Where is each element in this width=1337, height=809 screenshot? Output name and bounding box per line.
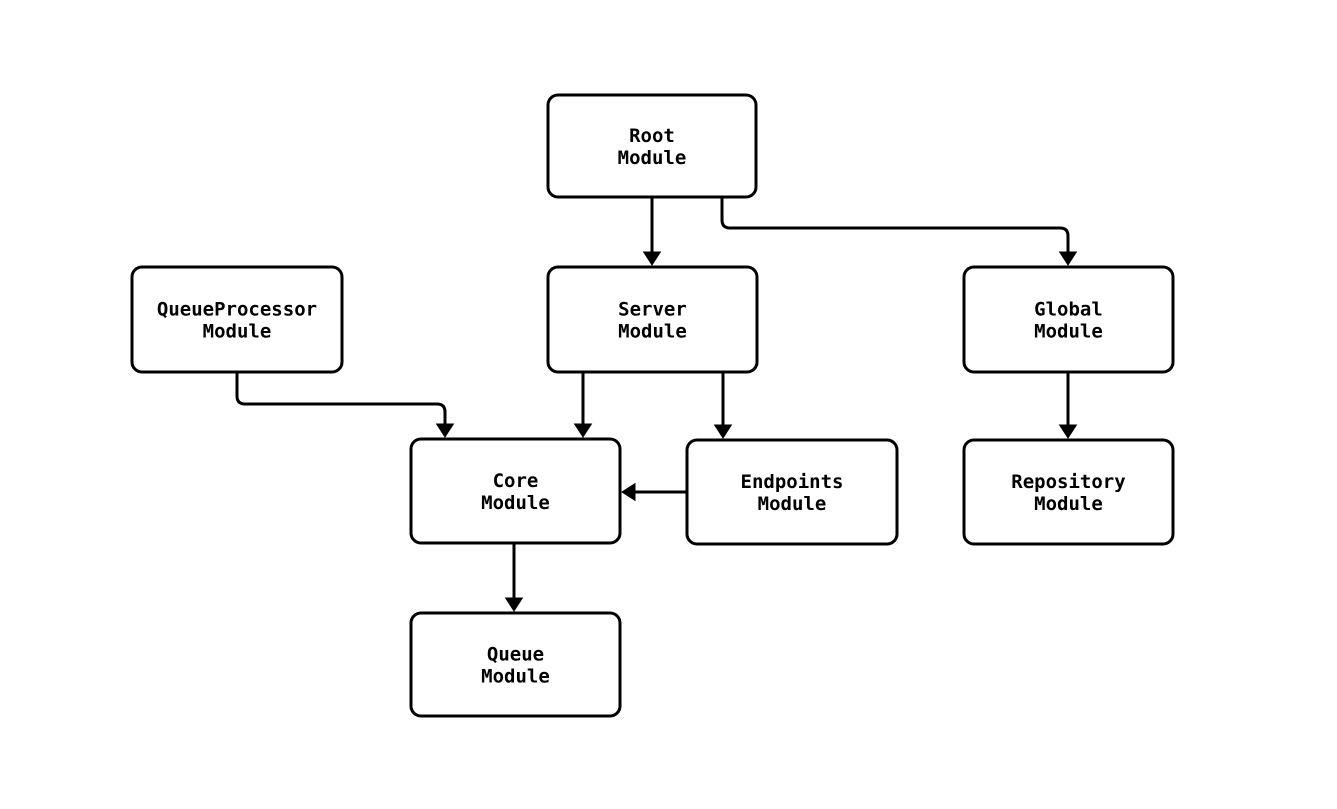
node-box — [962, 438, 1175, 546]
node-box — [409, 437, 622, 545]
node-box — [685, 438, 899, 546]
node-box — [546, 265, 759, 374]
edges-layer — [235, 197, 1078, 612]
node-box — [130, 265, 344, 374]
node-box — [409, 611, 622, 718]
edge-queueprocessor-to-core — [235, 372, 455, 438]
node-box — [546, 93, 758, 199]
node-box — [962, 265, 1175, 374]
edge-root-to-global — [720, 197, 1078, 266]
